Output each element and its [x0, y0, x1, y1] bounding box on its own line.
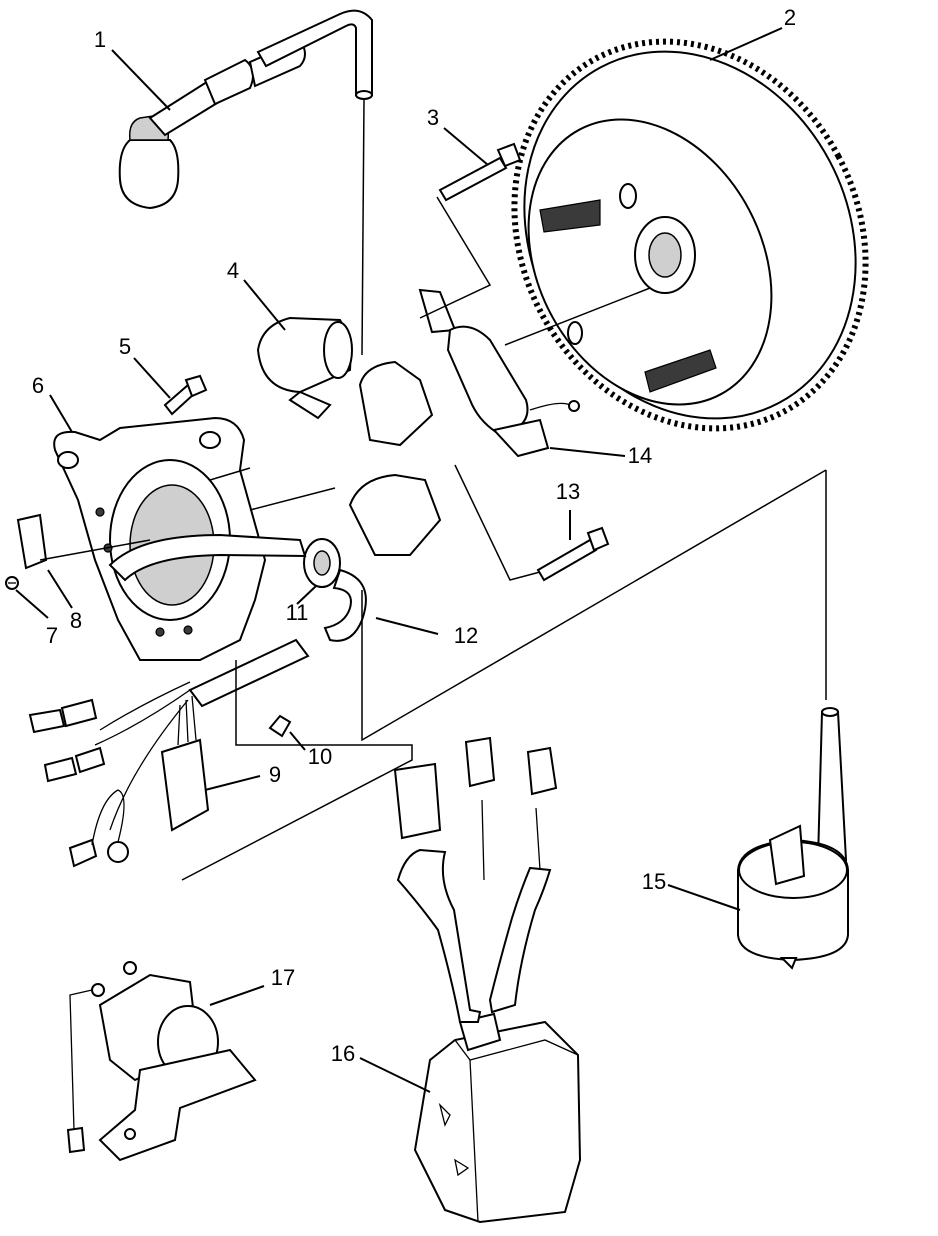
grommet-11-part: [303, 538, 341, 588]
callout-16: 16: [331, 1041, 355, 1066]
wire-loom-12-part: [108, 533, 367, 708]
screw-10-part: [268, 714, 292, 738]
callout-3: 3: [427, 105, 439, 130]
callout-15: 15: [642, 869, 666, 894]
callout-5: 5: [119, 334, 131, 359]
callout-8: 8: [70, 608, 82, 633]
callout-9: 9: [269, 762, 281, 787]
ignition-coil-part: [737, 707, 849, 970]
connector-9-part: [28, 681, 210, 868]
callout-2: 2: [784, 5, 796, 30]
callout-1: 1: [94, 27, 106, 52]
flywheel-part: [511, 38, 869, 432]
clamp-8-part: [16, 513, 48, 570]
exciter-coil-part: [256, 316, 353, 420]
leader-lines: [15, 27, 783, 1093]
pulser-coil-part: [418, 288, 580, 458]
callout-14: 14: [628, 443, 652, 468]
screw-13-part: [536, 526, 610, 582]
starter-solenoid-part: [66, 961, 257, 1162]
callout-11: 11: [286, 600, 309, 625]
callout-6: 6: [32, 373, 44, 398]
callout-7: 7: [46, 623, 58, 648]
callout-13: 13: [556, 479, 580, 504]
screw-3-part: [438, 142, 522, 202]
callout-17: 17: [271, 965, 295, 990]
callout-4: 4: [227, 258, 239, 283]
callout-12: 12: [454, 623, 478, 648]
screw-7-part: [5, 576, 19, 590]
callout-labels: 1 2 3 4 5 6 7 8 9 10 11 12 13 14 15 16 1…: [32, 5, 796, 1066]
stator-coils: [348, 360, 442, 556]
spark-plug-cap-part: [118, 9, 373, 210]
assembly-lines: [39, 99, 827, 881]
cdi-box-16-part: [393, 736, 582, 1224]
callout-10: 10: [308, 744, 332, 769]
bolt-5-part: [163, 374, 208, 416]
